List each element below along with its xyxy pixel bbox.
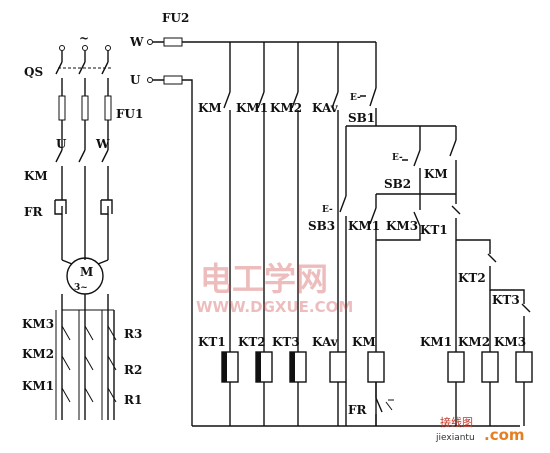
power-km-label: KM <box>24 169 48 183</box>
contact-km2: KM2 <box>270 101 302 115</box>
coil-label-kt1: KT1 <box>198 335 226 349</box>
watermark-site: WWW.DGXUE.COM <box>196 298 353 316</box>
coil-label-kt3: KT3 <box>272 335 300 349</box>
u-fuse <box>163 75 183 85</box>
coil-kt3-mark <box>290 352 295 382</box>
sb1-e-label: E- <box>350 93 361 103</box>
watermark-cn: 电工学网 <box>200 260 328 298</box>
fu1-label: FU1 <box>116 107 143 121</box>
km2-label: KM2 <box>22 347 54 361</box>
coil-km <box>367 351 385 383</box>
power-phase-w: W <box>95 137 110 151</box>
coil-kt1-mark <box>222 352 227 382</box>
fu2-fuse <box>163 37 183 47</box>
qs-label: QS <box>24 65 43 79</box>
r2-label: R2 <box>124 363 142 377</box>
logo-cn: 接线图 <box>440 415 473 429</box>
coil-kav <box>329 351 347 383</box>
km1-label: KM1 <box>22 379 54 393</box>
coil-label-km3: KM3 <box>494 335 526 349</box>
corner-logo: 接线图 jiexiantu .com <box>435 415 525 444</box>
ac-tilde-label: ~ <box>79 31 89 45</box>
contact-km1-b: KM1 <box>348 219 380 233</box>
contact-kt1: KT1 <box>420 223 448 237</box>
logo-site: jiexiantu <box>435 433 475 443</box>
sb3-label: SB3 <box>308 219 335 233</box>
contact-km1: KM1 <box>236 101 268 115</box>
coil-km1 <box>447 351 465 383</box>
sb2-label: SB2 <box>384 177 411 191</box>
coils-row <box>221 351 533 383</box>
coil-label-kt2: KT2 <box>238 335 266 349</box>
contact-kav: KAv <box>312 101 339 115</box>
contact-kt3: KT3 <box>492 293 520 307</box>
coil-label-kav: KAv <box>312 335 339 349</box>
contact-km: KM <box>198 101 222 115</box>
fu2-label: FU2 <box>162 11 189 25</box>
contact-km-hold: KM <box>424 167 448 181</box>
coil-label-km2: KM2 <box>458 335 490 349</box>
fr-contact-label: FR <box>348 403 368 417</box>
logo-com: .com <box>484 426 525 444</box>
coil-km3 <box>515 351 533 383</box>
coil-label-km1: KM1 <box>420 335 452 349</box>
coil-km2 <box>481 351 499 383</box>
r3-label: R3 <box>124 327 142 341</box>
sb2-e-label: E- <box>392 153 403 163</box>
motor-label: M <box>80 265 93 279</box>
sb3-e-label: E- <box>322 205 333 215</box>
fr-label: FR <box>24 205 44 219</box>
contact-km3: KM3 <box>386 219 418 233</box>
motor-phase-label: 3~ <box>74 283 88 293</box>
coil-kt2-mark <box>256 352 261 382</box>
control-line-w: W <box>129 35 144 49</box>
coil-label-km: KM <box>352 335 376 349</box>
sb1-label: SB1 <box>348 111 375 125</box>
contact-kt2: KT2 <box>458 271 486 285</box>
control-line-u: U <box>130 73 141 87</box>
km3-label: KM3 <box>22 317 54 331</box>
watermarks: 电工学网 WWW.DGXUE.COM <box>196 260 353 316</box>
power-circuit: ~ QS FU1 U W KM FR M 3~ <box>22 31 143 420</box>
control-circuit: FU2 W U KM KM1 KM2 KAv E- <box>129 11 533 427</box>
r1-label: R1 <box>124 393 142 407</box>
